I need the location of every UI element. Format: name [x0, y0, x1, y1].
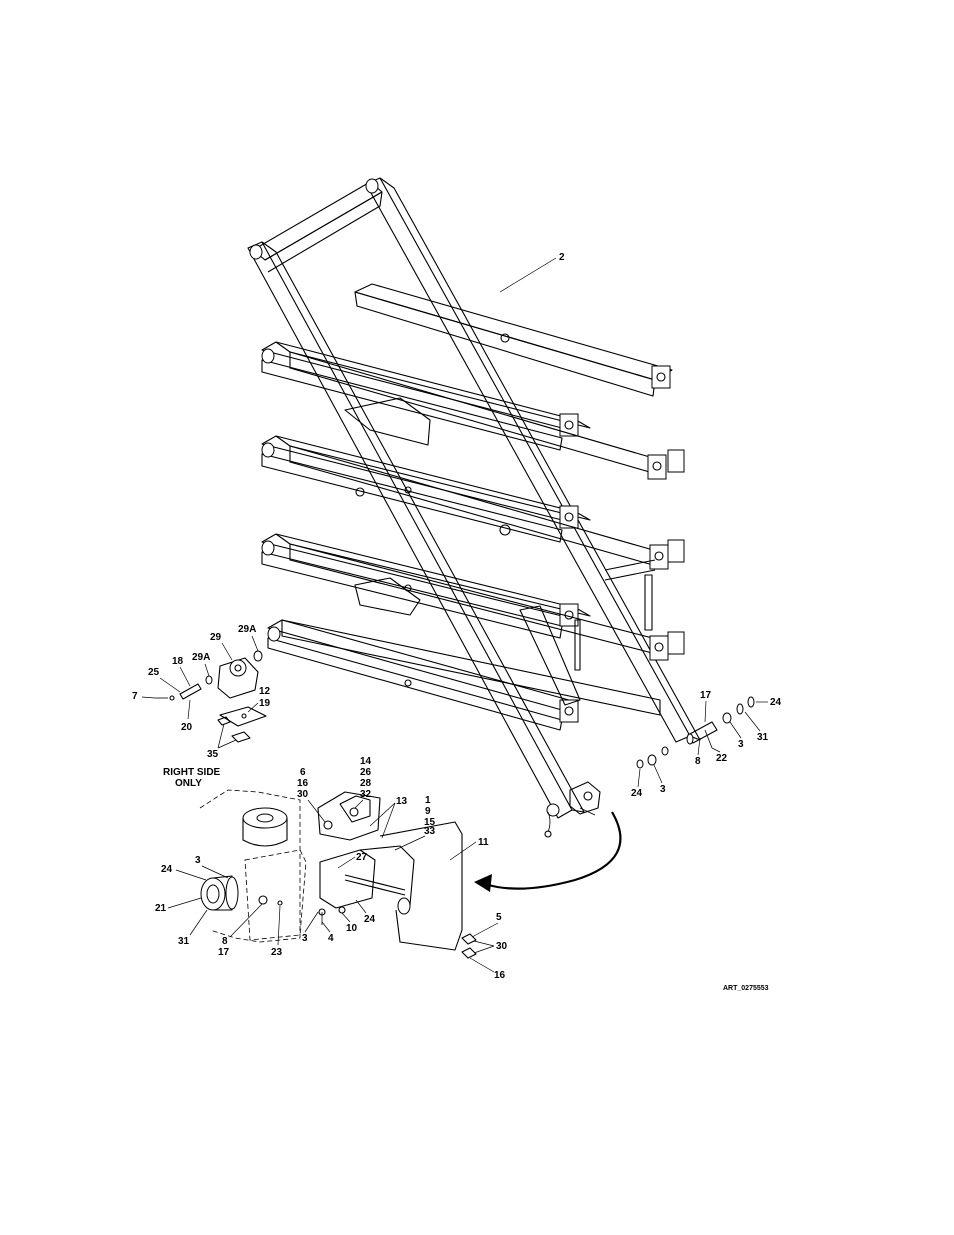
callout-3-lower: 3: [660, 784, 666, 795]
sensor-housing: [569, 781, 601, 816]
callout-13: 13: [396, 796, 408, 807]
callout-3-right-a: 3: [738, 739, 744, 750]
callout-35: 35: [207, 749, 219, 760]
callout-23: 23: [271, 947, 283, 958]
detail-callouts: 14 26 28 32 6 16 30 13 1 9 15 33 11 27 2…: [155, 756, 508, 981]
callout-3-detail-bottom: 3: [302, 933, 308, 944]
callout-8-right: 8: [695, 756, 701, 767]
outer-arm-front: [247, 241, 585, 819]
callout-26: 26: [360, 767, 372, 778]
callout-17-right: 17: [700, 690, 712, 701]
callout-16-detail: 16: [297, 778, 309, 789]
end-lanyard: [544, 811, 552, 838]
detail-arrow: [474, 811, 622, 892]
callout-14: 14: [360, 756, 372, 767]
right-side-only-note-line1: RIGHT SIDE: [163, 767, 221, 778]
callout-31-detail: 31: [178, 936, 190, 947]
art-id-label: ART_0275553: [723, 985, 769, 992]
stage-1-arms: [261, 341, 685, 480]
callout-30-detail-right: 30: [496, 941, 508, 952]
callout-24-detail-left: 24: [161, 864, 173, 875]
right-side-only-note-line2: ONLY: [175, 778, 202, 789]
callout-31-right: 31: [757, 732, 769, 743]
callout-24-right: 24: [770, 697, 782, 708]
callout-28: 28: [360, 778, 372, 789]
stage-2-arms: [261, 435, 685, 570]
callout-29: 29: [210, 632, 222, 643]
callout-4: 4: [328, 933, 334, 944]
callout-3-detail-top: 3: [195, 855, 201, 866]
callout-15: 15: [424, 817, 436, 828]
callout-5: 5: [496, 912, 502, 923]
callout-17-detail: 17: [218, 947, 230, 958]
callout-21: 21: [155, 903, 167, 914]
callout-19: 19: [259, 698, 271, 709]
scissor-arm-assembly: [247, 177, 701, 838]
callout-2: 2: [559, 252, 565, 263]
callout-18: 18: [172, 656, 184, 667]
right-side-parts: 29 29A 18 29A 25 7 20 12 19 35 RIGHT SID…: [132, 624, 271, 789]
callout-22: 22: [716, 753, 728, 764]
callout-29a-2: 29A: [192, 652, 210, 663]
lift-cylinder: [344, 397, 656, 706]
callout-33: 33: [424, 826, 436, 837]
callout-6: 6: [300, 767, 306, 778]
detail-view: [199, 789, 477, 959]
callout-1: 1: [425, 795, 431, 806]
callout-11: 11: [478, 837, 489, 848]
callout-32: 32: [360, 789, 372, 800]
callout-12: 12: [259, 686, 271, 697]
callout-30-detail: 30: [297, 789, 309, 800]
callout-29a-1: 29A: [238, 624, 256, 635]
right-pin-parts: 17 24 31 3 22 8 24 3: [631, 690, 782, 799]
callout-8-detail: 8: [222, 936, 228, 947]
top-cross-tube: [252, 181, 383, 273]
callout-27: 27: [356, 852, 368, 863]
callout-20: 20: [181, 722, 193, 733]
stage-1-upper-bar: [354, 283, 673, 397]
callout-16-detail-right: 16: [494, 970, 506, 981]
callout-9: 9: [425, 806, 431, 817]
callout-24-detail-right: 24: [364, 914, 376, 925]
bottom-stage-arms: [267, 619, 661, 731]
callout-24-lower: 24: [631, 788, 643, 799]
callout-25: 25: [148, 667, 160, 678]
callout-7: 7: [132, 691, 138, 702]
stage-3-arms: [261, 533, 685, 661]
callout-10: 10: [346, 923, 358, 934]
